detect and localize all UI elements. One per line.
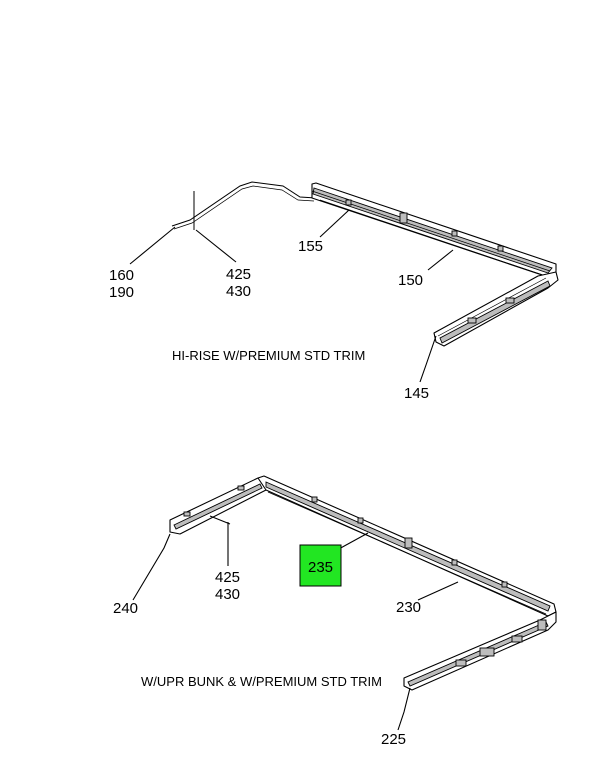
bottom-assembly: 235 240 425 430 230 225 W/UPR BUNK & W/P… bbox=[113, 475, 557, 748]
leader-230 bbox=[417, 581, 459, 601]
part-rail-clip bbox=[451, 230, 458, 237]
callout-425-top: 425 bbox=[226, 266, 251, 283]
callout-190: 190 bbox=[109, 284, 134, 301]
leader-225 bbox=[397, 687, 411, 731]
callout-150: 150 bbox=[398, 272, 423, 289]
part-rail-225-face bbox=[407, 621, 549, 687]
leader-235 bbox=[336, 532, 369, 551]
part-fastener-425-bottom bbox=[209, 515, 231, 525]
callout-230: 230 bbox=[396, 599, 421, 616]
part-rail-clip bbox=[357, 517, 364, 524]
callout-240: 240 bbox=[113, 600, 138, 617]
part-rail-clip bbox=[345, 199, 352, 206]
part-rail-clip bbox=[455, 659, 467, 667]
leader-155 bbox=[319, 209, 350, 238]
part-rail-150-edge bbox=[311, 190, 551, 272]
callout-235: 235 bbox=[308, 559, 333, 576]
caption-bottom: W/UPR BUNK & W/PREMIUM STD TRIM bbox=[141, 674, 382, 689]
part-rail-clip bbox=[183, 511, 191, 517]
part-rail-clip bbox=[479, 647, 495, 657]
callout-225: 225 bbox=[381, 731, 406, 748]
part-rail-clip bbox=[237, 485, 245, 491]
callout-430-top: 430 bbox=[226, 283, 251, 300]
leader-240 bbox=[132, 533, 171, 601]
part-rail-clip bbox=[505, 297, 515, 304]
callout-145: 145 bbox=[404, 385, 429, 402]
leader-160 bbox=[129, 226, 176, 265]
callout-235-highlight bbox=[299, 544, 342, 587]
callout-425-bottom: 425 bbox=[215, 569, 240, 586]
part-wire-trim-160-inner bbox=[173, 185, 315, 230]
caption-top: HI-RISE W/PREMIUM STD TRIM bbox=[172, 348, 365, 363]
part-rail-145-face bbox=[439, 280, 551, 344]
callout-160: 160 bbox=[109, 267, 134, 284]
part-rail-150-edge2 bbox=[319, 199, 547, 277]
part-rail-clip bbox=[537, 619, 547, 631]
part-rail-clip bbox=[511, 635, 523, 643]
part-rail-clip bbox=[467, 317, 477, 324]
part-rail-clip bbox=[311, 496, 318, 503]
leader-150 bbox=[427, 249, 454, 271]
part-rail-clip bbox=[404, 537, 413, 549]
top-assembly: 160 190 425 430 155 150 145 HI-RISE W/PR… bbox=[109, 181, 559, 402]
part-rail-clip bbox=[399, 212, 408, 224]
leader-425 bbox=[195, 229, 237, 263]
part-rail-240-face bbox=[173, 483, 263, 530]
callout-155: 155 bbox=[298, 238, 323, 255]
leader-145 bbox=[419, 335, 437, 383]
part-rail-clip bbox=[451, 559, 458, 566]
part-rail-clip bbox=[501, 581, 508, 588]
callout-430-bottom: 430 bbox=[215, 586, 240, 603]
part-rail-clip bbox=[497, 245, 504, 252]
part-rail-145-edge bbox=[437, 277, 547, 337]
part-wire-trim-160 bbox=[171, 181, 317, 227]
part-rail-230-edge bbox=[267, 491, 547, 615]
